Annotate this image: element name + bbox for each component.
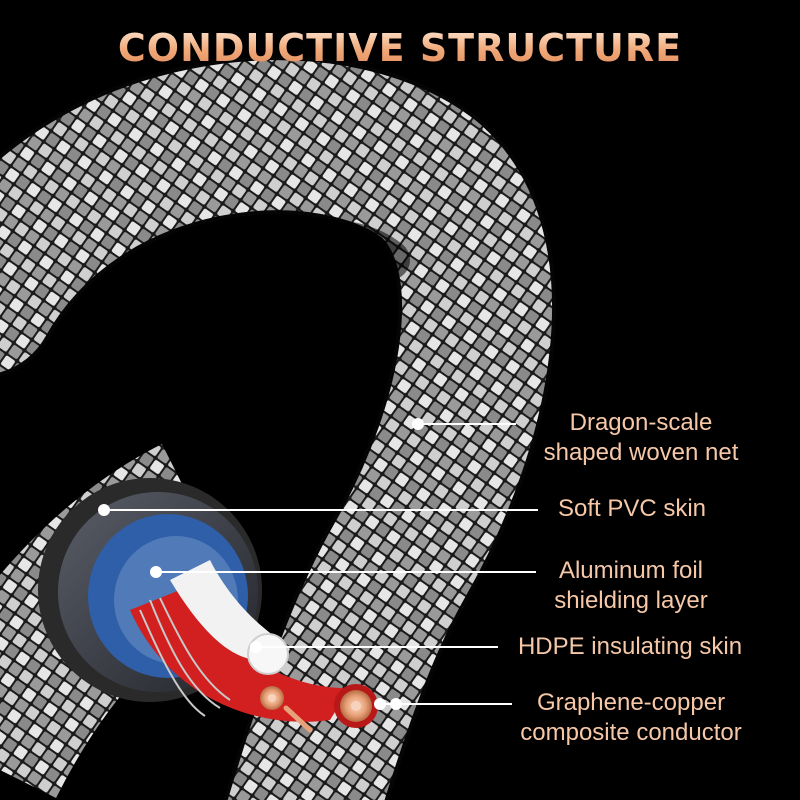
callout-conductor-line-2: composite conductor bbox=[520, 719, 742, 746]
leader-braid bbox=[412, 418, 516, 430]
callout-pvc: Soft PVC skin bbox=[542, 494, 722, 524]
leader-lines bbox=[98, 418, 538, 710]
callout-braid: Dragon-scale shaped woven net bbox=[516, 408, 766, 468]
copper-bundle-2 bbox=[334, 684, 378, 728]
cable-loop bbox=[0, 60, 552, 800]
silver-strands bbox=[139, 597, 231, 717]
callout-conductor-line-1: Graphene-copper bbox=[536, 689, 726, 716]
cable-inner-shadow bbox=[130, 218, 410, 380]
copper-bundle-1 bbox=[256, 682, 288, 714]
callout-braid-line-1: Dragon-scale bbox=[569, 409, 713, 436]
leader-foil bbox=[150, 566, 536, 578]
callout-foil-line-1: Aluminum foil bbox=[558, 557, 704, 584]
callout-pvc-line-1: Soft PVC skin bbox=[557, 495, 707, 522]
callout-hdpe: HDPE insulating skin bbox=[500, 632, 760, 662]
leader-conductor bbox=[374, 698, 512, 710]
callout-conductor: Graphene-copper composite conductor bbox=[496, 688, 766, 748]
white-insulation bbox=[170, 560, 280, 660]
leader-pvc bbox=[98, 504, 538, 516]
page-title: CONDUCTIVE STRUCTURE bbox=[0, 26, 800, 70]
red-insulation bbox=[130, 590, 350, 722]
callout-hdpe-line-1: HDPE insulating skin bbox=[517, 633, 743, 660]
copper-strand bbox=[283, 705, 313, 733]
white-wire-end bbox=[247, 633, 289, 675]
callout-braid-line-2: shaped woven net bbox=[543, 439, 739, 466]
leader-hdpe bbox=[250, 641, 498, 653]
callout-foil: Aluminum foil shielding layer bbox=[536, 556, 726, 616]
cable-cross-section bbox=[38, 478, 378, 733]
callout-foil-line-2: shielding layer bbox=[554, 587, 708, 614]
